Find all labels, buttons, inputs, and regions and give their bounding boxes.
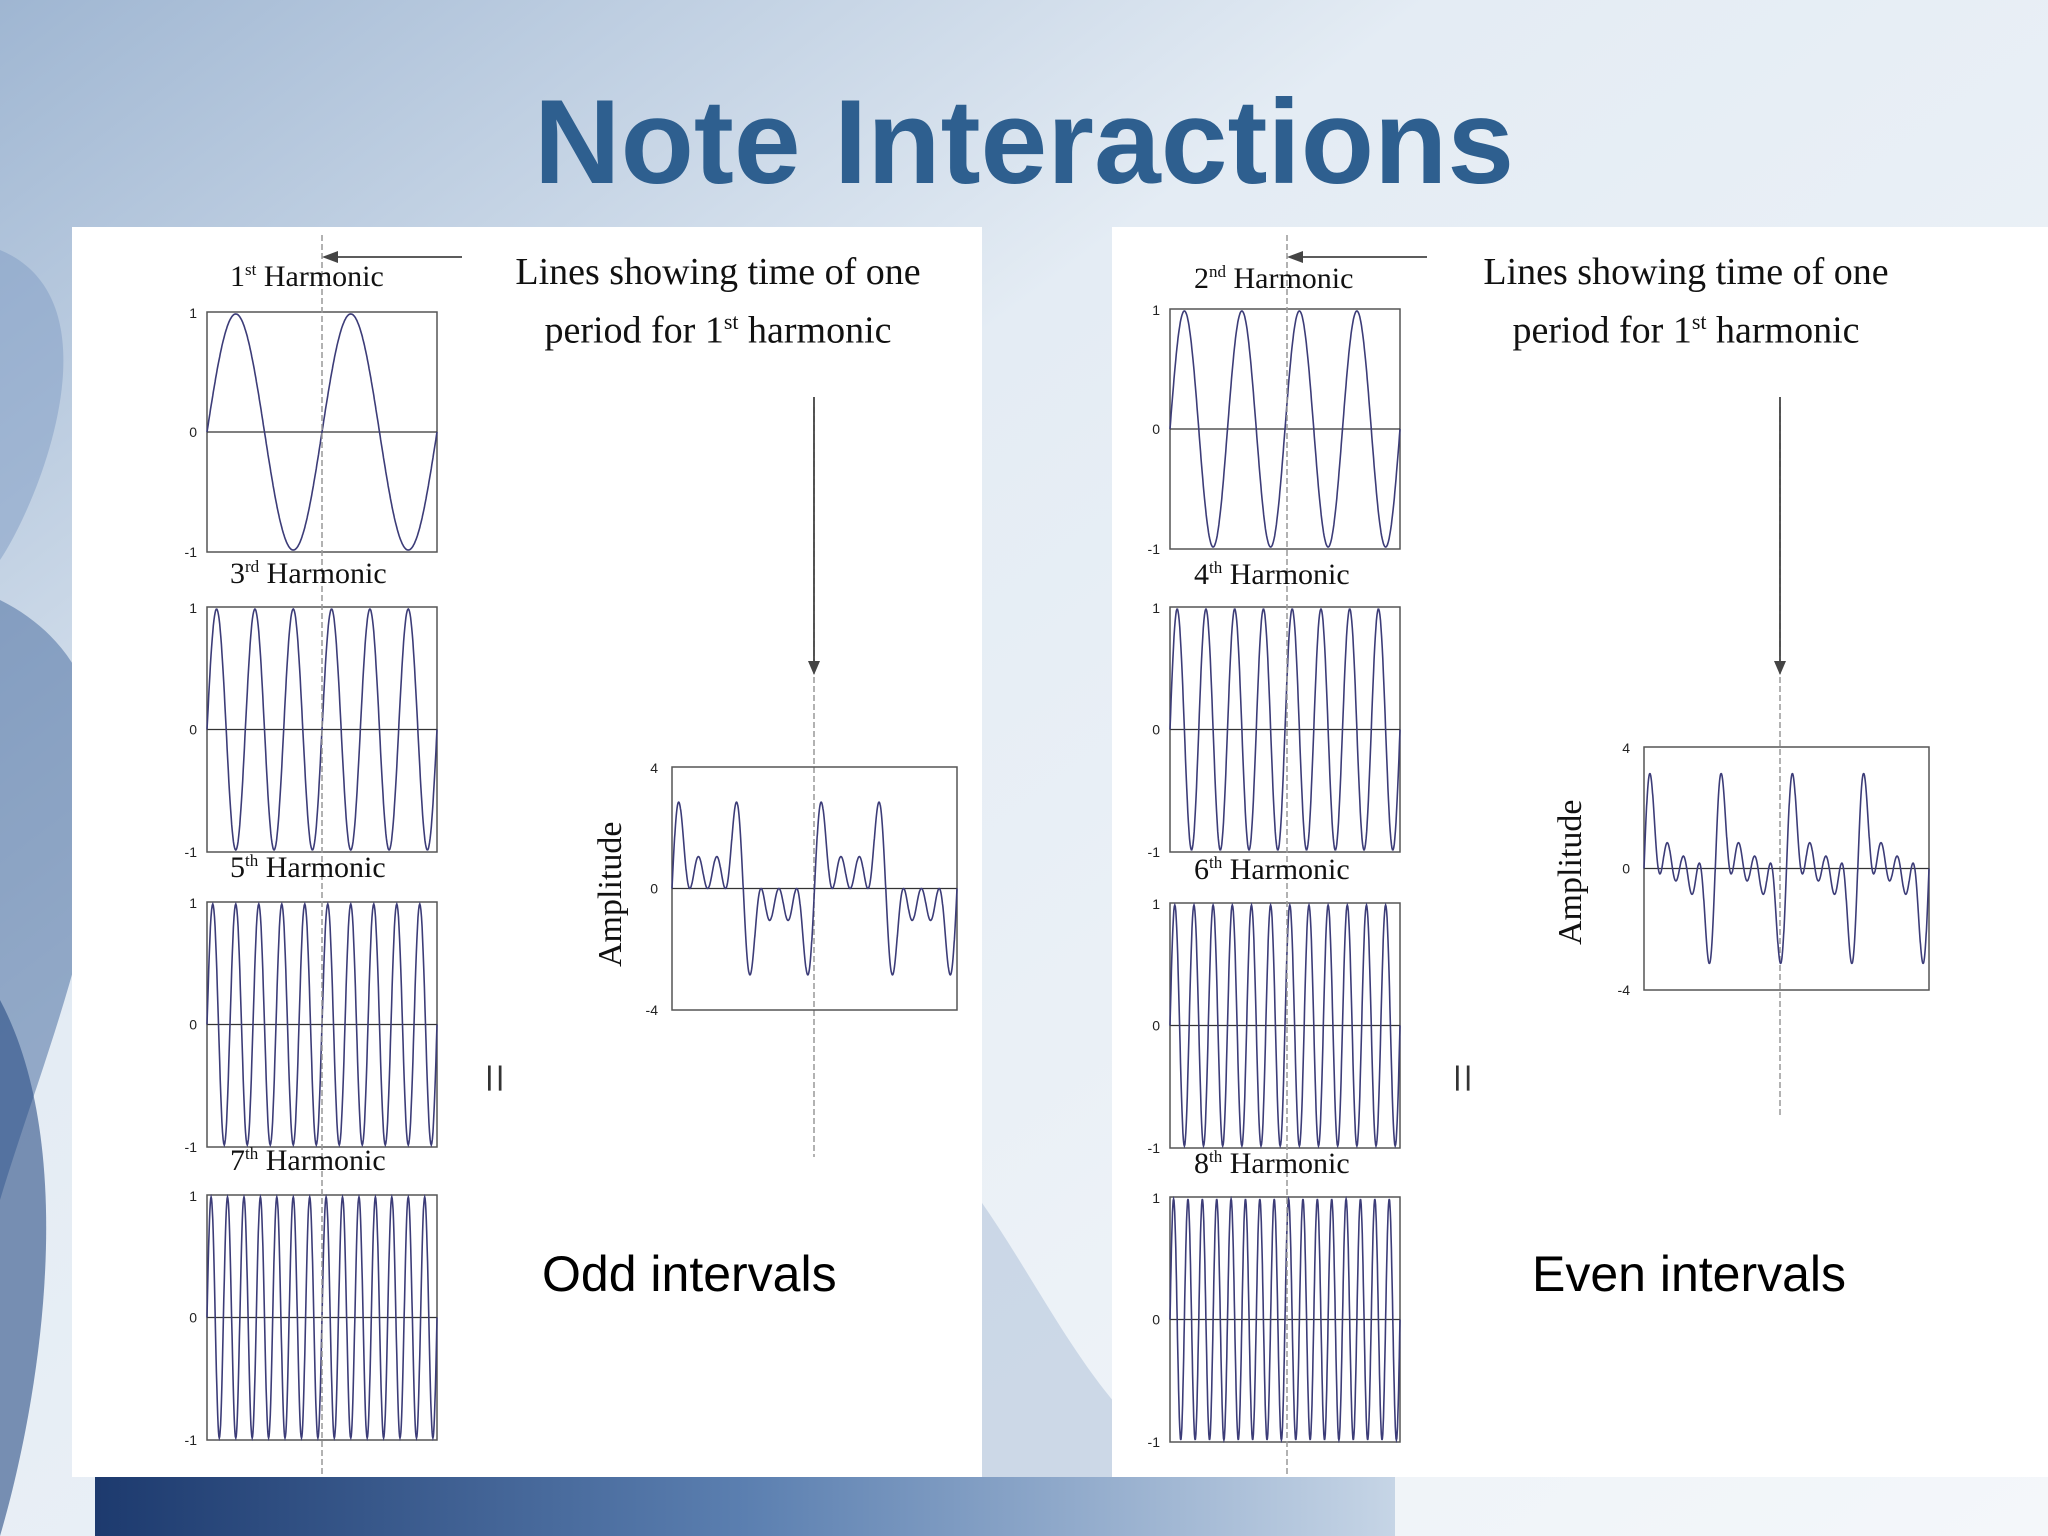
- tick-label: 1: [189, 305, 197, 321]
- arrow-head-icon: [1287, 251, 1303, 263]
- amplitude-axis-label: Amplitude: [1552, 799, 1589, 945]
- harmonic-waveform: [1169, 902, 1401, 1149]
- period-note: Lines showing time of one period for 1st…: [1483, 251, 1889, 352]
- tick-label: 1: [1152, 302, 1160, 318]
- tick-label: 1: [189, 600, 197, 616]
- tick-label: 0: [189, 1310, 197, 1326]
- harmonic-label: 6th Harmonic: [1194, 853, 1350, 886]
- harmonic-label: 5th Harmonic: [230, 851, 386, 884]
- odd-harmonics-panel: 1 0 -1 1 0 -1 1 0 -1 1 0 -1 4 0 -4 1st Harmonic 3rd Ha…: [72, 227, 982, 1477]
- caption-even-intervals: Even intervals: [1532, 1246, 1847, 1302]
- harmonic-waveform: [206, 313, 438, 551]
- slide-title: Note Interactions: [533, 75, 1515, 209]
- arrow-head-icon: [808, 661, 820, 675]
- sum-waveform: [671, 801, 958, 976]
- harmonic-label: 1st Harmonic: [230, 260, 384, 293]
- tick-label: 1: [189, 895, 197, 911]
- sum-waveform: [1643, 772, 1930, 965]
- tick-label: -1: [1148, 1434, 1161, 1450]
- tick-label: 0: [1152, 722, 1160, 738]
- harmonic-label: 3rd Harmonic: [230, 557, 387, 590]
- tick-label: 0: [1152, 1018, 1160, 1034]
- harmonic-waveform: [206, 901, 438, 1148]
- tick-label: -1: [1148, 541, 1161, 557]
- tick-label: 0: [1152, 421, 1160, 437]
- tick-label: -1: [1148, 844, 1161, 860]
- harmonic-waveform: [206, 607, 438, 852]
- tick-label: 4: [1622, 740, 1630, 756]
- harmonic-label: 2nd Harmonic: [1194, 262, 1354, 295]
- tick-label: 0: [1152, 1312, 1160, 1328]
- arrow-head-icon: [1774, 661, 1786, 675]
- harmonic-label: 4th Harmonic: [1194, 558, 1350, 591]
- tick-label: -1: [185, 844, 198, 860]
- arrow-head-icon: [322, 251, 338, 263]
- harmonic-waveform: [1169, 608, 1401, 851]
- equals-sign: =: [1433, 1062, 1494, 1094]
- even-harmonics-panel: 1 0 -1 1 0 -1 1 0 -1 1 0 -1 4 0 -4 2nd Harmonic 4th Ha…: [1112, 227, 2048, 1477]
- tick-label: 1: [1152, 600, 1160, 616]
- tick-label: 0: [189, 1017, 197, 1033]
- caption-odd-intervals: Odd intervals: [542, 1246, 837, 1302]
- tick-label: -1: [1148, 1140, 1161, 1156]
- tick-label: -1: [185, 1432, 198, 1448]
- harmonic-waveform: [1169, 310, 1401, 548]
- tick-label: -4: [1618, 982, 1631, 998]
- tick-label: 1: [1152, 896, 1160, 912]
- harmonic-waveform: [1169, 1195, 1401, 1444]
- harmonic-label: 8th Harmonic: [1194, 1147, 1350, 1180]
- tick-label: -4: [646, 1002, 659, 1018]
- equals-sign: =: [465, 1062, 526, 1094]
- tick-label: 1: [189, 1188, 197, 1204]
- tick-label: 0: [189, 424, 197, 440]
- tick-label: -1: [185, 544, 198, 560]
- period-note: Lines showing time of one period for 1st…: [515, 251, 921, 352]
- tick-label: 0: [1622, 861, 1630, 877]
- amplitude-axis-label: Amplitude: [592, 821, 629, 967]
- harmonic-label: 7th Harmonic: [230, 1144, 386, 1177]
- tick-label: 4: [650, 760, 658, 776]
- tick-label: 1: [1152, 1190, 1160, 1206]
- tick-label: 0: [189, 722, 197, 738]
- tick-label: 0: [650, 881, 658, 897]
- tick-label: -1: [185, 1139, 198, 1155]
